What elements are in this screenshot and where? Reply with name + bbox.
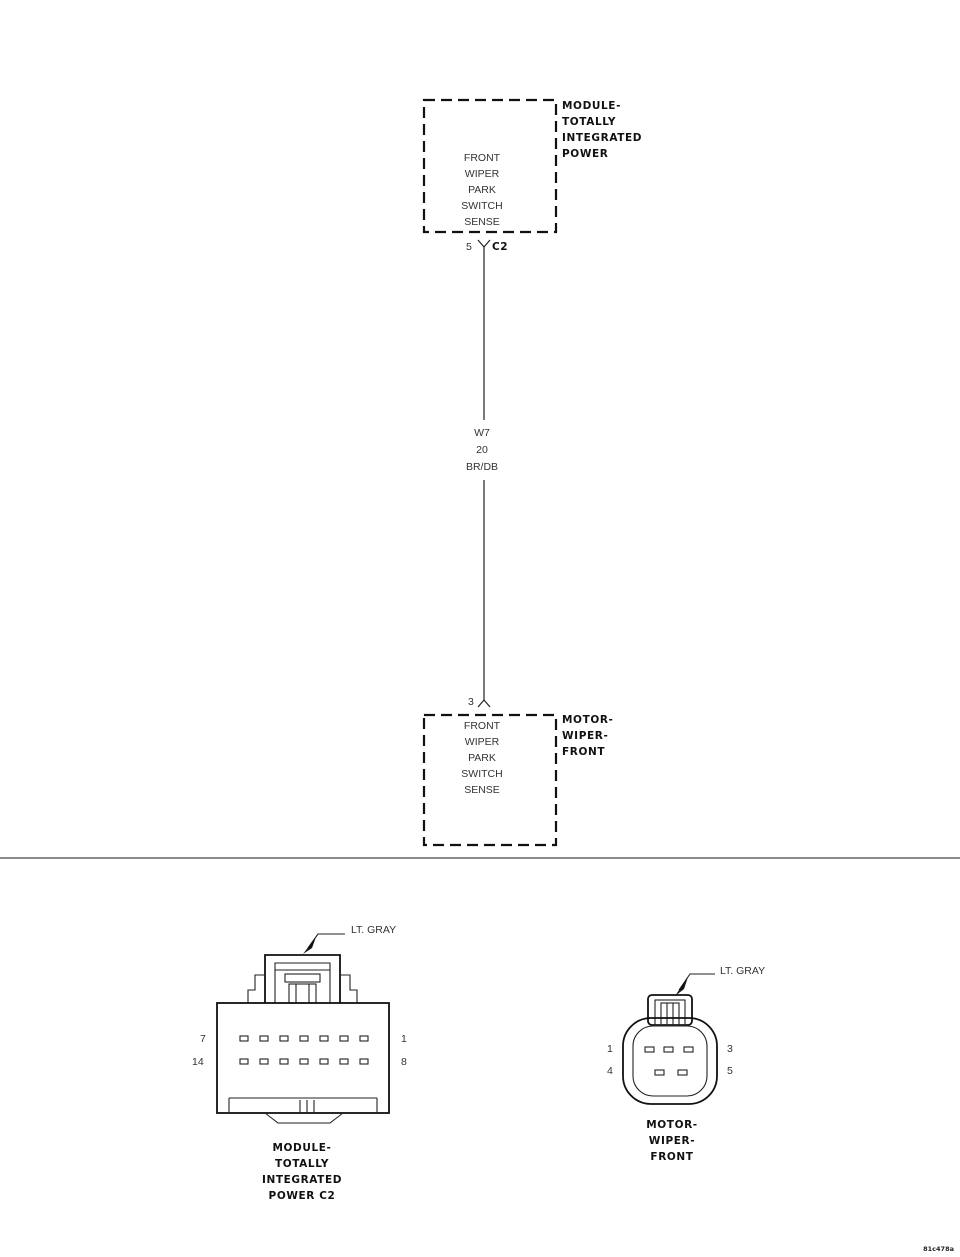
c2-pin-label-bottom-right: 8 — [401, 1056, 407, 1068]
module-title-line-4: POWER — [562, 148, 608, 160]
c2-pin-label-top-left: 7 — [200, 1033, 206, 1045]
motor-pin-label-bottom-right: 5 — [727, 1065, 733, 1077]
c2-pin-label-bottom-left: 14 — [192, 1056, 204, 1068]
c2-caption-line-4: POWER C2 — [269, 1190, 336, 1202]
motor-title-line-2: WIPER- — [562, 730, 608, 742]
motor-connector-symbol — [477, 699, 491, 708]
motor-title-line-3: FRONT — [562, 746, 605, 758]
motor-function-line-5: SENSE — [464, 784, 500, 796]
motor-pin-number: 3 — [468, 696, 474, 708]
module-title-line-1: MODULE- — [562, 100, 621, 112]
module-pin-number: 5 — [466, 241, 472, 253]
motor-dashed-box — [422, 713, 558, 847]
c2-caption-line-2: TOTALLY — [275, 1158, 329, 1170]
motor-color-leader — [678, 973, 715, 991]
module-connector-id: C2 — [492, 241, 508, 253]
motor-body-inner — [632, 1025, 708, 1097]
motor-pin-label-bottom-left: 4 — [607, 1065, 613, 1077]
c2-cavity-row-bottom — [239, 1058, 369, 1065]
motor-latch-inner — [654, 999, 686, 1026]
wire-gauge-label: 20 — [476, 444, 488, 456]
c2-cavity-row-top — [239, 1035, 369, 1042]
motor-color-label: LT. GRAY — [720, 965, 765, 977]
module-connector-symbol — [477, 239, 491, 248]
motor-cavities — [644, 1046, 694, 1076]
c2-leader-arrow — [303, 937, 316, 954]
c2-latch-outer — [264, 954, 341, 1003]
motor-pin-label-top-left: 1 — [607, 1043, 613, 1055]
c2-bottom-key — [264, 1112, 344, 1124]
module-title-line-2: TOTALLY — [562, 116, 616, 128]
module-function-line-5: SENSE — [464, 216, 500, 228]
wire-w7: W7 20 BR/DB — [466, 247, 498, 700]
motor-caption-line-1: MOTOR- — [646, 1119, 698, 1131]
module-function-line-1: FRONT — [464, 152, 501, 164]
c2-latch-tab — [284, 973, 321, 983]
c2-latch-inner — [274, 962, 331, 1003]
motor-title-line-1: MOTOR- — [562, 714, 614, 726]
module-component: MODULE- TOTALLY INTEGRATED POWER FRONT W… — [422, 98, 642, 253]
motor-function-line-3: PARK — [468, 752, 496, 764]
motor-component: 3 MOTOR- WIPER- FRONT FRONT WIPER PARK S… — [422, 696, 614, 847]
connector-c2-view: LT. GRAY — [192, 924, 407, 1202]
c2-color-label: LT. GRAY — [351, 924, 396, 936]
c2-caption-line-3: INTEGRATED — [262, 1174, 342, 1186]
module-dashed-box — [422, 98, 558, 234]
motor-function-line-4: SWITCH — [461, 768, 502, 780]
module-function-line-4: SWITCH — [461, 200, 502, 212]
module-function-line-2: WIPER — [465, 168, 500, 180]
wire-circuit-label: W7 — [474, 427, 490, 439]
motor-function-line-1: FRONT — [464, 720, 501, 732]
motor-leader-arrow — [675, 977, 688, 996]
motor-function-line-2: WIPER — [465, 736, 500, 748]
module-title-line-3: INTEGRATED — [562, 132, 642, 144]
motor-body-outer — [622, 1017, 718, 1105]
motor-caption-line-2: WIPER- — [649, 1135, 695, 1147]
figure-id: 81c478a — [923, 1245, 954, 1253]
module-function-line-3: PARK — [468, 184, 496, 196]
motor-pin-label-top-right: 3 — [727, 1043, 733, 1055]
connector-motor-view: LT. GRAY 1 3 4 5 MOTOR- WIPER- FRONT — [607, 965, 765, 1163]
c2-body — [216, 1002, 390, 1114]
c2-pin-label-top-right: 1 — [401, 1033, 407, 1045]
c2-caption-line-1: MODULE- — [272, 1142, 331, 1154]
wire-color-label: BR/DB — [466, 461, 498, 473]
motor-caption-line-3: FRONT — [650, 1151, 693, 1163]
